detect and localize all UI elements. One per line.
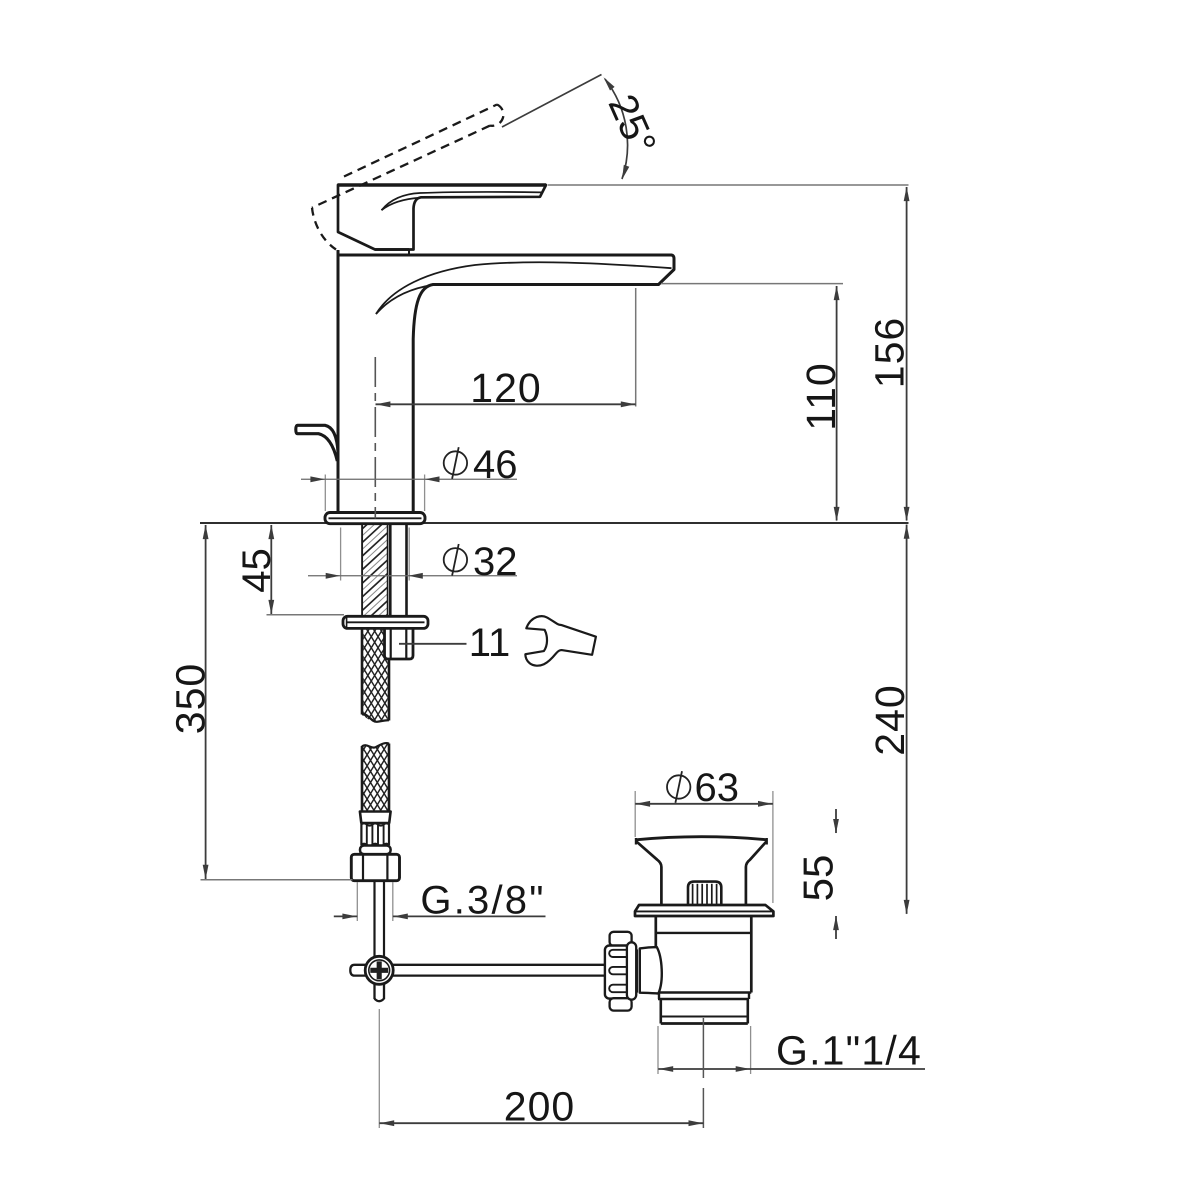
svg-text:G.1"1/4: G.1"1/4 <box>776 1028 922 1074</box>
svg-text:200: 200 <box>504 1084 575 1130</box>
svg-text:120: 120 <box>470 365 541 411</box>
svg-text:11: 11 <box>469 621 511 665</box>
svg-text:32: 32 <box>473 540 518 584</box>
svg-text:45: 45 <box>235 548 279 593</box>
svg-text:156: 156 <box>867 317 913 388</box>
svg-text:63: 63 <box>695 766 740 810</box>
svg-text:55: 55 <box>795 855 842 902</box>
svg-text:46: 46 <box>473 443 518 487</box>
svg-text:110: 110 <box>798 362 844 430</box>
svg-text:350: 350 <box>168 663 214 734</box>
svg-text:240: 240 <box>867 684 913 755</box>
svg-text:G.3/8": G.3/8" <box>420 879 545 923</box>
